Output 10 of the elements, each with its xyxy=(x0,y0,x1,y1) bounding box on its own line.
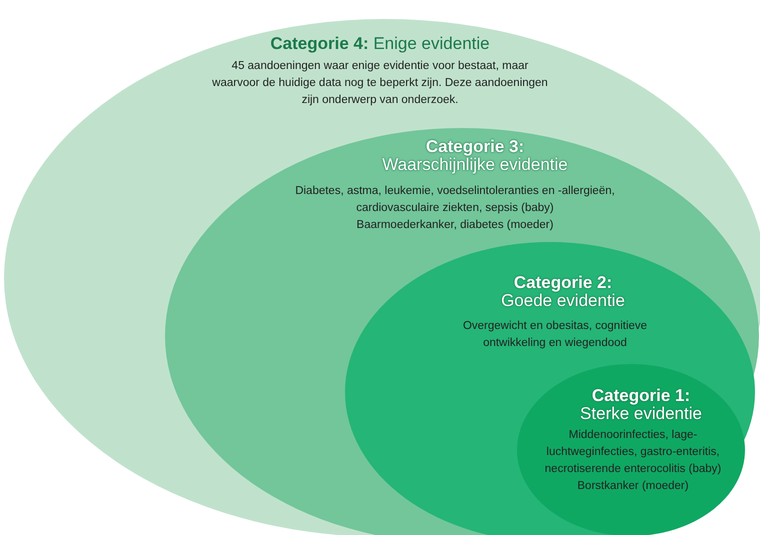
category-description: Borstkanker (moeder) xyxy=(576,479,690,494)
category-heading: Categorie 1: Sterke evidentie xyxy=(579,387,703,423)
category-description: Overgewicht en obesitas, cognitieve ontwikkeling en wiegendood xyxy=(462,319,648,351)
category-heading: Categorie 4: Enige evidentie xyxy=(269,35,491,53)
category-description: 45 aandoeningen waar enige evidentie voor bestaat, maar waarvoor de huidige data nog te beperkt zijn. Deze aandoeningen zijn onderwerp van onderzoek. xyxy=(211,59,549,108)
category-heading: Categorie 2: Goede evidentie xyxy=(500,274,626,310)
category-description: Middenoorinfecties, lage-luchtweginfecties, gastro-enteritis, necrotiserende enterocolitis (baby) xyxy=(544,428,722,477)
category-description: Baarmoederkanker, diabetes (moeder) xyxy=(356,218,554,233)
category-description: Diabetes, astma, leukemie, voedselintoleranties en -allergieën, cardiovasculaire ziekten, sepsis (baby) xyxy=(294,184,616,216)
category-heading: Categorie 3: Waarschijnlijke evidentie xyxy=(381,138,569,174)
